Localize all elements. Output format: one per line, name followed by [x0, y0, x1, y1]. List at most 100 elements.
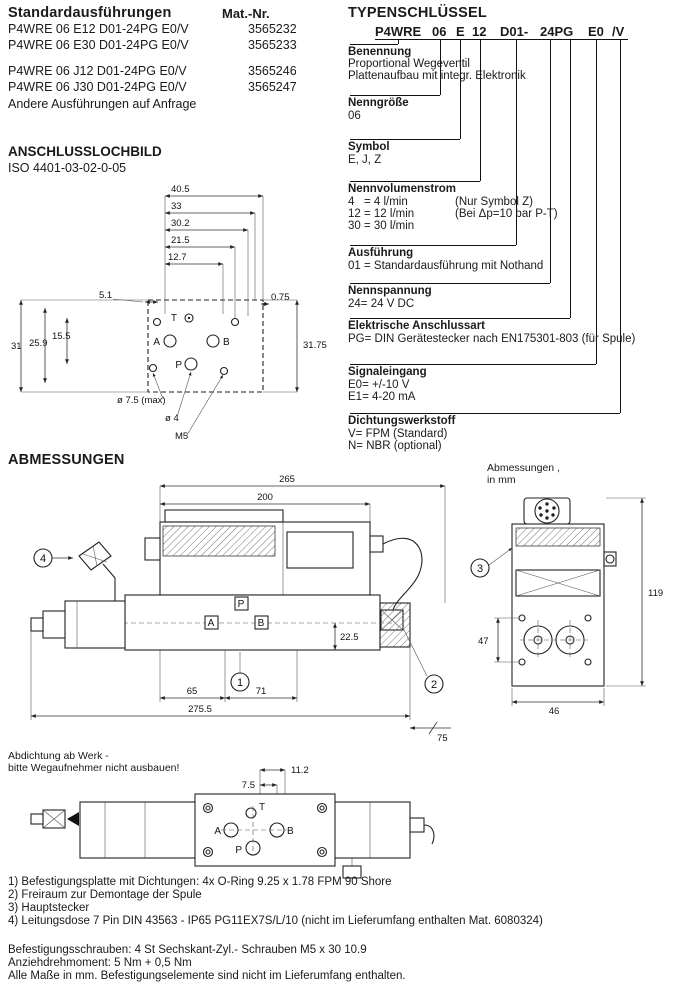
standard-title: Standardausführungen: [8, 5, 172, 21]
dim-31-75: 31.75: [303, 340, 327, 351]
valve-side-view-drawing: 265 200 A P: [30, 474, 451, 744]
code-seg-symbol: E: [456, 24, 465, 39]
dim-22-5: 22.5: [340, 632, 359, 643]
valve-front-view-drawing: 119 47 46 3: [470, 497, 663, 717]
section-label: Benennung: [348, 46, 412, 58]
footnote-3: 3) Hauptstecker: [8, 902, 90, 914]
drop-anschlussart: [570, 40, 571, 318]
dim-40-5: 40.5: [171, 184, 190, 195]
section-line: Proportional Wegeventil: [348, 58, 470, 70]
balloon-2: 2: [431, 679, 437, 691]
dim-m5: M5: [175, 431, 188, 442]
standard-note: Andere Ausführungen auf Anfrage: [8, 97, 197, 111]
drop-nennspannung: [550, 40, 551, 283]
main-connector: [523, 497, 571, 525]
balloon-4: 4: [40, 553, 46, 565]
section-label: Nennspannung: [348, 285, 432, 297]
port-label-a: A: [153, 337, 160, 348]
port-label-t: T: [171, 313, 177, 324]
code-seg-flow: 12: [472, 24, 487, 39]
port-label-b: B: [287, 826, 294, 837]
typenschluessel-title: TYPENSCHLÜSSEL: [348, 5, 487, 21]
drop-nenngroesse: [440, 40, 441, 95]
port-label-p: P: [235, 845, 242, 856]
dim-12-7: 12.7: [168, 252, 187, 263]
section-label: Symbol: [348, 141, 390, 153]
balloon-3-circle: [470, 558, 490, 578]
standard-row-code: P4WRE 06 J12 D01-24PG E0/V: [8, 64, 187, 78]
front-body: [511, 523, 605, 687]
drop-symbol: [460, 40, 461, 139]
dim-200: 200: [257, 492, 273, 503]
dim-7-5: 7.5: [242, 780, 255, 791]
section-line: 4 = 4 l/min: [348, 196, 408, 208]
rule-anschlussart: [350, 318, 570, 319]
seal-note-line1: Abdichtung ab Werk -: [8, 750, 109, 762]
seal-arrow-icon: [67, 812, 79, 826]
drop-dichtung: [620, 40, 621, 413]
seal-note-line2: bitte Wegaufnehmer nicht ausbauen!: [8, 762, 180, 774]
drop-benennung: [398, 40, 399, 44]
unit-note-line2: in mm: [487, 474, 516, 486]
section-note: (Nur Symbol Z): [455, 196, 533, 208]
rule-nennspannung: [350, 283, 550, 284]
footnote-1: 1) Befestigungsplatte mit Dichtungen: 4x…: [8, 876, 392, 888]
rule-dichtung: [350, 413, 620, 414]
dim-25-9: 25.9: [29, 338, 48, 349]
dim-46: 46: [549, 706, 560, 717]
section-line: 01 = Standardausführung mit Nothand: [348, 260, 544, 272]
section-label: Signaleingang: [348, 366, 427, 378]
dim-dia-7-5: ø 7.5 (max): [117, 395, 166, 406]
dim-75: 75: [437, 733, 448, 744]
dim-15-5: 15.5: [52, 331, 71, 342]
section-label: Nennvolumenstrom: [348, 183, 456, 195]
port-holes: [148, 313, 240, 376]
section-line: E0= +/-10 V: [348, 379, 410, 391]
valve-body: [115, 594, 411, 651]
drop-nennvolumenstrom: [480, 40, 481, 181]
dim-31: 31: [11, 341, 22, 352]
footnote-2: 2) Freiraum zur Demontage der Spule: [8, 889, 202, 901]
screws-note: Befestigungsschrauben: 4 St Sechskant-Zy…: [8, 944, 367, 956]
rule-benennung: [350, 44, 398, 45]
section-label: Ausführung: [348, 247, 414, 259]
dim-275-5: 275.5: [188, 704, 212, 715]
valve-top-view-drawing: 11.2 7.5 T A B P: [30, 765, 435, 879]
section-line: Plattenaufbau mit integr. Elektronik: [348, 70, 526, 82]
left-plug-assembly: [30, 809, 79, 829]
port-label-t: T: [259, 802, 265, 813]
dim-71: 71: [256, 686, 267, 697]
standard-row-mat: 3565247: [248, 80, 297, 94]
balloon-3: 3: [477, 563, 483, 575]
electronics-housing: [144, 509, 371, 596]
code-seg-signal: E0: [588, 24, 604, 39]
section-line: PG= DIN Gerätestecker nach EN175301-803 …: [348, 333, 636, 345]
port-label-b: B: [258, 618, 265, 629]
right-solenoid: [342, 802, 435, 879]
plate-ports: [221, 806, 287, 856]
mounting-hole-pattern-drawing: T A B P 40.5 33 30.2 21.5 12.7 5.1 0.75 …: [11, 184, 327, 442]
unit-note-line1: Abmessungen ,: [487, 462, 560, 474]
dim-47: 47: [478, 636, 489, 647]
footnote-4: 4) Leitungsdose 7 Pin DIN 43563 - IP65 P…: [8, 915, 543, 927]
rule-nenngroesse: [350, 95, 440, 96]
dim-119: 119: [648, 588, 663, 599]
balloon-1: 1: [237, 677, 243, 689]
balloon-1-circle: [230, 672, 250, 692]
position-transducer: [30, 600, 126, 649]
dim-21-5: 21.5: [171, 235, 190, 246]
dim-265: 265: [279, 474, 295, 485]
dim-5-1: 5.1: [99, 290, 112, 301]
code-seg-version: D01-: [500, 24, 529, 39]
units-note: Alle Maße in mm. Befestigungselemente si…: [8, 970, 406, 982]
rule-symbol: [350, 139, 460, 140]
code-seg-voltage-conn: 24PG: [540, 24, 574, 39]
drop-ausfuehrung: [516, 40, 517, 245]
port-label-a: A: [208, 618, 215, 629]
section-label: Nenngröße: [348, 97, 409, 109]
anschluss-title: ANSCHLUSSLOCHBILD: [8, 144, 162, 159]
plug-assembly: [78, 541, 116, 601]
dim-11-2: 11.2: [291, 765, 309, 776]
anschluss-iso: ISO 4401-03-02-0-05: [8, 161, 127, 175]
plate-bolt-holes: [202, 802, 328, 858]
